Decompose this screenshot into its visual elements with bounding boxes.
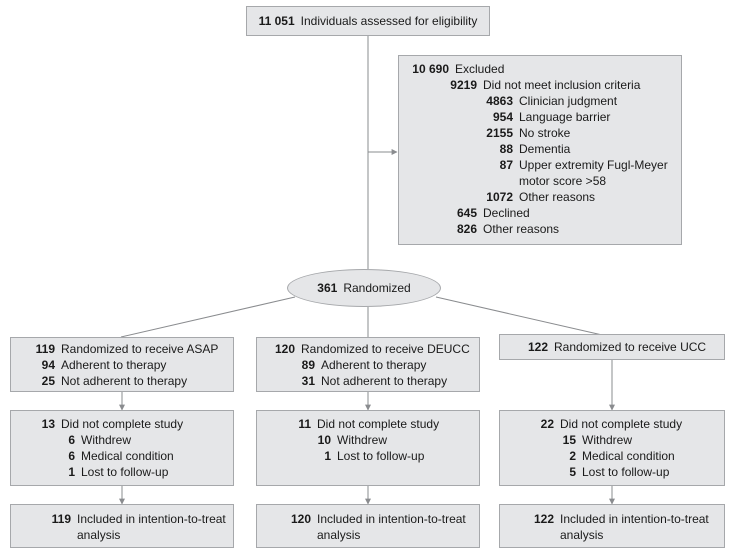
asap-not-adherent-count: 25 (41, 374, 55, 388)
asap-medical-label: Medical condition (81, 449, 174, 463)
language-row: 954 Language barrier (403, 109, 681, 125)
declined-label: Declined (483, 206, 530, 220)
ucc-alloc-label: Randomized to receive UCC (554, 340, 707, 354)
language-count: 954 (492, 110, 513, 124)
deucc-lost-label: Lost to follow-up (337, 449, 425, 463)
other-reasons-label: Other reasons (483, 222, 560, 236)
allocation-box-asap: 119 Randomized to receive ASAP 94 Adhere… (10, 337, 234, 392)
excluded-header: 10 690 Excluded (403, 61, 681, 77)
assessed-box: 11 051 Individuals assessed for eligibil… (246, 6, 490, 36)
asap-withdrew-label: Withdrew (81, 433, 132, 447)
line-to-arm-ucc (435, 296, 612, 338)
fugl-meyer-count: 87 (499, 158, 513, 172)
asap-itt-count: 119 (51, 512, 71, 526)
other-reasons-row: 826 Other reasons (403, 221, 681, 237)
declined-count: 645 (456, 206, 477, 220)
clinician-row: 4863 Clinician judgment (403, 93, 681, 109)
ucc-lost-label: Lost to follow-up (582, 465, 670, 479)
deucc-withdrew-count: 10 (317, 433, 331, 447)
did-not-meet-label: Did not meet inclusion criteria (483, 78, 641, 92)
asap-adherent-label: Adherent to therapy (61, 358, 167, 372)
deucc-dnc-label: Did not complete study (317, 417, 440, 431)
asap-itt-label: Included in intention-to-treat analysis (77, 512, 226, 542)
excluded-count: 10 690 (412, 62, 449, 76)
language-label: Language barrier (519, 110, 611, 124)
fugl-meyer-label: Upper extremity Fugl-Meyer motor score >… (519, 158, 668, 188)
did-not-meet-row: 9219 Did not meet inclusion criteria (403, 77, 681, 93)
ucc-lost-count: 5 (569, 465, 576, 479)
line-to-arm-asap (120, 296, 296, 338)
deucc-adherent-label: Adherent to therapy (321, 358, 427, 372)
itt-box-asap: 119 Included in intention-to-treat analy… (10, 504, 234, 548)
itt-box-ucc: 122 Included in intention-to-treat analy… (499, 504, 725, 548)
ucc-medical-label: Medical condition (582, 449, 675, 463)
other-criteria-count: 1072 (486, 190, 513, 204)
asap-dnc-label: Did not complete study (61, 417, 184, 431)
asap-medical-count: 6 (68, 449, 75, 463)
ucc-itt-count: 122 (533, 512, 554, 526)
randomized-count: 361 (317, 281, 338, 295)
asap-adherent-count: 94 (41, 358, 55, 372)
clinician-count: 4863 (486, 94, 513, 108)
asap-dnc-count: 13 (41, 417, 55, 431)
no-stroke-row: 2155 No stroke (403, 125, 681, 141)
other-reasons-count: 826 (456, 222, 477, 236)
assessed-label: Individuals assessed for eligibility (300, 14, 478, 28)
ucc-dnc-count: 22 (540, 417, 554, 431)
declined-row: 645 Declined (403, 205, 681, 221)
followup-box-ucc: 22 Did not complete study 15 Withdrew 2 … (499, 410, 725, 486)
clinician-label: Clinician judgment (519, 94, 618, 108)
excluded-box: 10 690 Excluded 9219 Did not meet inclus… (398, 55, 682, 245)
ucc-withdrew-label: Withdrew (582, 433, 633, 447)
other-criteria-row: 1072 Other reasons (403, 189, 681, 205)
asap-lost-count: 1 (68, 465, 75, 479)
dementia-row: 88 Dementia (403, 141, 681, 157)
other-criteria-label: Other reasons (519, 190, 596, 204)
ucc-itt-label: Included in intention-to-treat analysis (560, 512, 709, 542)
asap-withdrew-count: 6 (68, 433, 75, 447)
no-stroke-label: No stroke (519, 126, 571, 140)
randomized-ellipse: 361 Randomized (287, 269, 441, 307)
ucc-withdrew-count: 15 (562, 433, 576, 447)
fugl-meyer-row: 87 Upper extremity Fugl-Meyer motor scor… (403, 157, 681, 189)
ucc-alloc-count: 122 (527, 340, 548, 354)
did-not-meet-count: 9219 (450, 78, 477, 92)
followup-box-deucc: 11 Did not complete study 10 Withdrew 1 … (256, 410, 480, 486)
excluded-label: Excluded (455, 62, 505, 76)
ucc-medical-count: 2 (569, 449, 576, 463)
deucc-not-adherent-label: Not adherent to therapy (321, 374, 448, 388)
assessed-count: 11 051 (258, 14, 295, 28)
dementia-label: Dementia (519, 142, 571, 156)
asap-alloc-label: Randomized to receive ASAP (61, 342, 219, 356)
randomized-label: Randomized (343, 281, 411, 295)
allocation-box-deucc: 120 Randomized to receive DEUCC 89 Adher… (256, 337, 480, 392)
asap-alloc-count: 119 (35, 342, 55, 356)
followup-box-asap: 13 Did not complete study 6 Withdrew 6 M… (10, 410, 234, 486)
asap-lost-label: Lost to follow-up (81, 465, 169, 479)
deucc-itt-count: 120 (290, 512, 311, 526)
no-stroke-count: 2155 (486, 126, 513, 140)
ucc-dnc-label: Did not complete study (560, 417, 683, 431)
asap-not-adherent-label: Not adherent to therapy (61, 374, 188, 388)
itt-box-deucc: 120 Included in intention-to-treat analy… (256, 504, 480, 548)
allocation-box-ucc: 122 Randomized to receive UCC (499, 334, 725, 360)
deucc-adherent-count: 89 (301, 358, 315, 372)
deucc-withdrew-label: Withdrew (337, 433, 388, 447)
deucc-dnc-count: 11 (298, 417, 311, 431)
deucc-alloc-count: 120 (274, 342, 295, 356)
deucc-lost-count: 1 (324, 449, 331, 463)
deucc-alloc-label: Randomized to receive DEUCC (301, 342, 470, 356)
dementia-count: 88 (499, 142, 513, 156)
deucc-not-adherent-count: 31 (301, 374, 315, 388)
deucc-itt-label: Included in intention-to-treat analysis (317, 512, 466, 542)
